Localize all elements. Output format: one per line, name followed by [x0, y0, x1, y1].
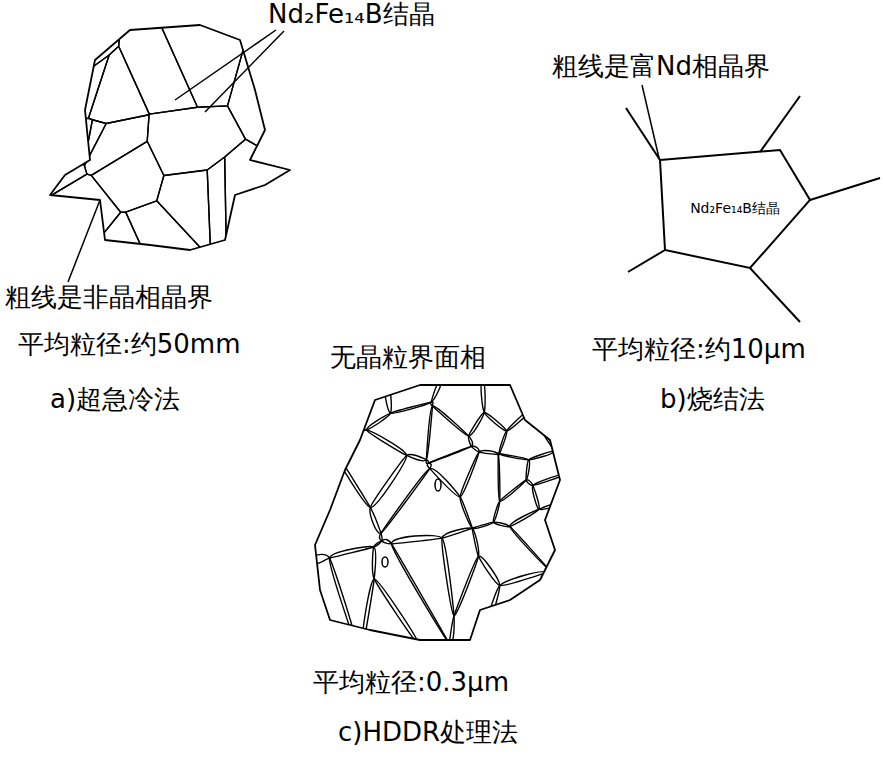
grain-boundary	[392, 535, 455, 644]
grain-boundary	[45, 37, 119, 85]
grain-boundary	[308, 554, 356, 649]
grain-size: 平均粒径:约10μm	[592, 335, 806, 365]
grain-boundary	[370, 454, 431, 533]
leader-line	[205, 31, 284, 112]
grain-boundary	[471, 522, 549, 585]
grain-boundary	[510, 502, 566, 571]
pore	[382, 557, 388, 567]
grain-boundary	[493, 480, 539, 527]
grain-boundary	[532, 474, 566, 509]
grain-boundary	[367, 402, 434, 461]
grain-boundary	[430, 378, 485, 436]
grain-boundary	[448, 556, 499, 647]
grain-boundary	[309, 426, 382, 565]
grain-cell: Nd₂Fe₁₄B结晶	[655, 145, 815, 273]
boundary-label: 无晶粒界面相	[330, 343, 486, 373]
grain-boundary	[481, 378, 533, 431]
grain-boundary	[45, 85, 75, 134]
boundary-label: 粗线是非晶相晶界	[5, 283, 213, 313]
grain-boundary	[427, 446, 479, 497]
grain-boundary	[91, 141, 164, 212]
grain-boundary	[660, 150, 810, 268]
grain-boundary	[158, 20, 251, 107]
grain-boundary	[529, 377, 566, 457]
grain-size: 平均粒径:约50mm	[18, 330, 241, 360]
grain-boundary	[442, 528, 479, 616]
grain-size: 平均粒径:0.3μm	[313, 668, 509, 698]
method-caption: b)烧结法	[660, 385, 765, 415]
grain-boundary	[45, 206, 61, 253]
grain-boundary	[326, 429, 407, 507]
grain-boundary	[45, 174, 121, 241]
grain-cluster-outline	[50, 25, 290, 250]
grain-cluster-outline	[315, 385, 560, 640]
grain-boundary	[307, 378, 391, 437]
grain-boundary	[379, 468, 473, 544]
grain-boundary	[372, 539, 452, 647]
grain-cells	[307, 377, 566, 650]
pore	[435, 479, 441, 491]
grain-boundary	[157, 170, 211, 255]
grain-boundary	[84, 115, 149, 176]
grain-boundary	[468, 413, 506, 455]
grain-boundary	[45, 247, 59, 255]
phase-label: Nd₂Fe₁₄B结晶	[690, 200, 780, 218]
leader-line	[68, 200, 100, 282]
grain-boundary	[119, 20, 198, 114]
grain-boundary-spokes	[626, 96, 880, 322]
boundary-label: 粗线是富Nd相晶界	[552, 52, 770, 82]
phase-label: Nd₂Fe₁₄B结晶	[268, 0, 435, 30]
grain-boundary	[527, 565, 567, 649]
grain-cells	[45, 20, 295, 255]
grain-boundary	[147, 106, 245, 176]
grain-boundary	[68, 55, 109, 119]
method-caption: a)超急冷法	[50, 385, 180, 415]
grain-boundary	[58, 222, 98, 255]
method-caption: c)HDDR处理法	[338, 718, 518, 748]
leader-line	[175, 30, 276, 100]
